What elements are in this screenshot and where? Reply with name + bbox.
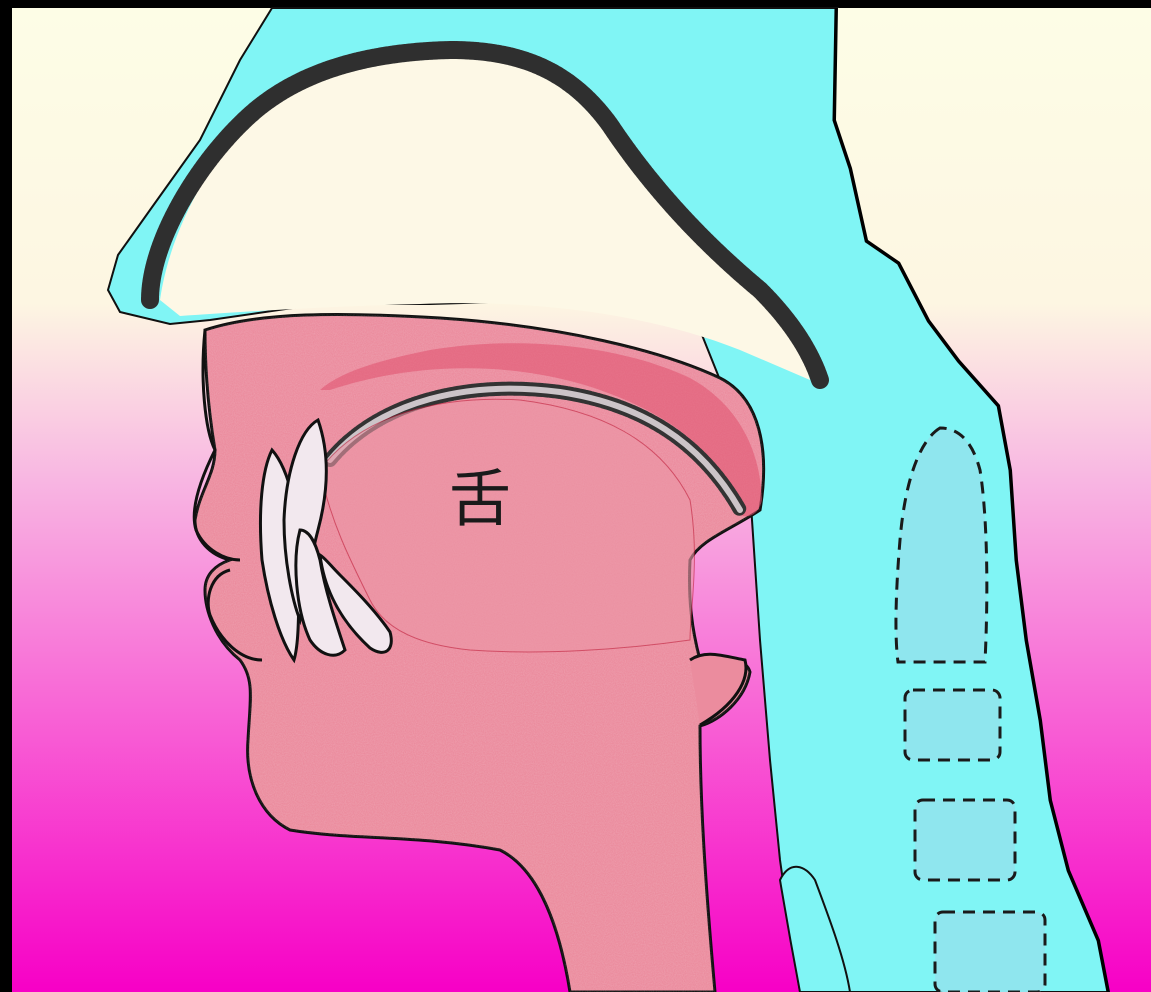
tongue-label: 舌 <box>449 462 511 535</box>
vertebra-c2 <box>905 690 1000 760</box>
vertebra-c3 <box>915 800 1015 880</box>
vertebra-c4 <box>935 912 1045 992</box>
